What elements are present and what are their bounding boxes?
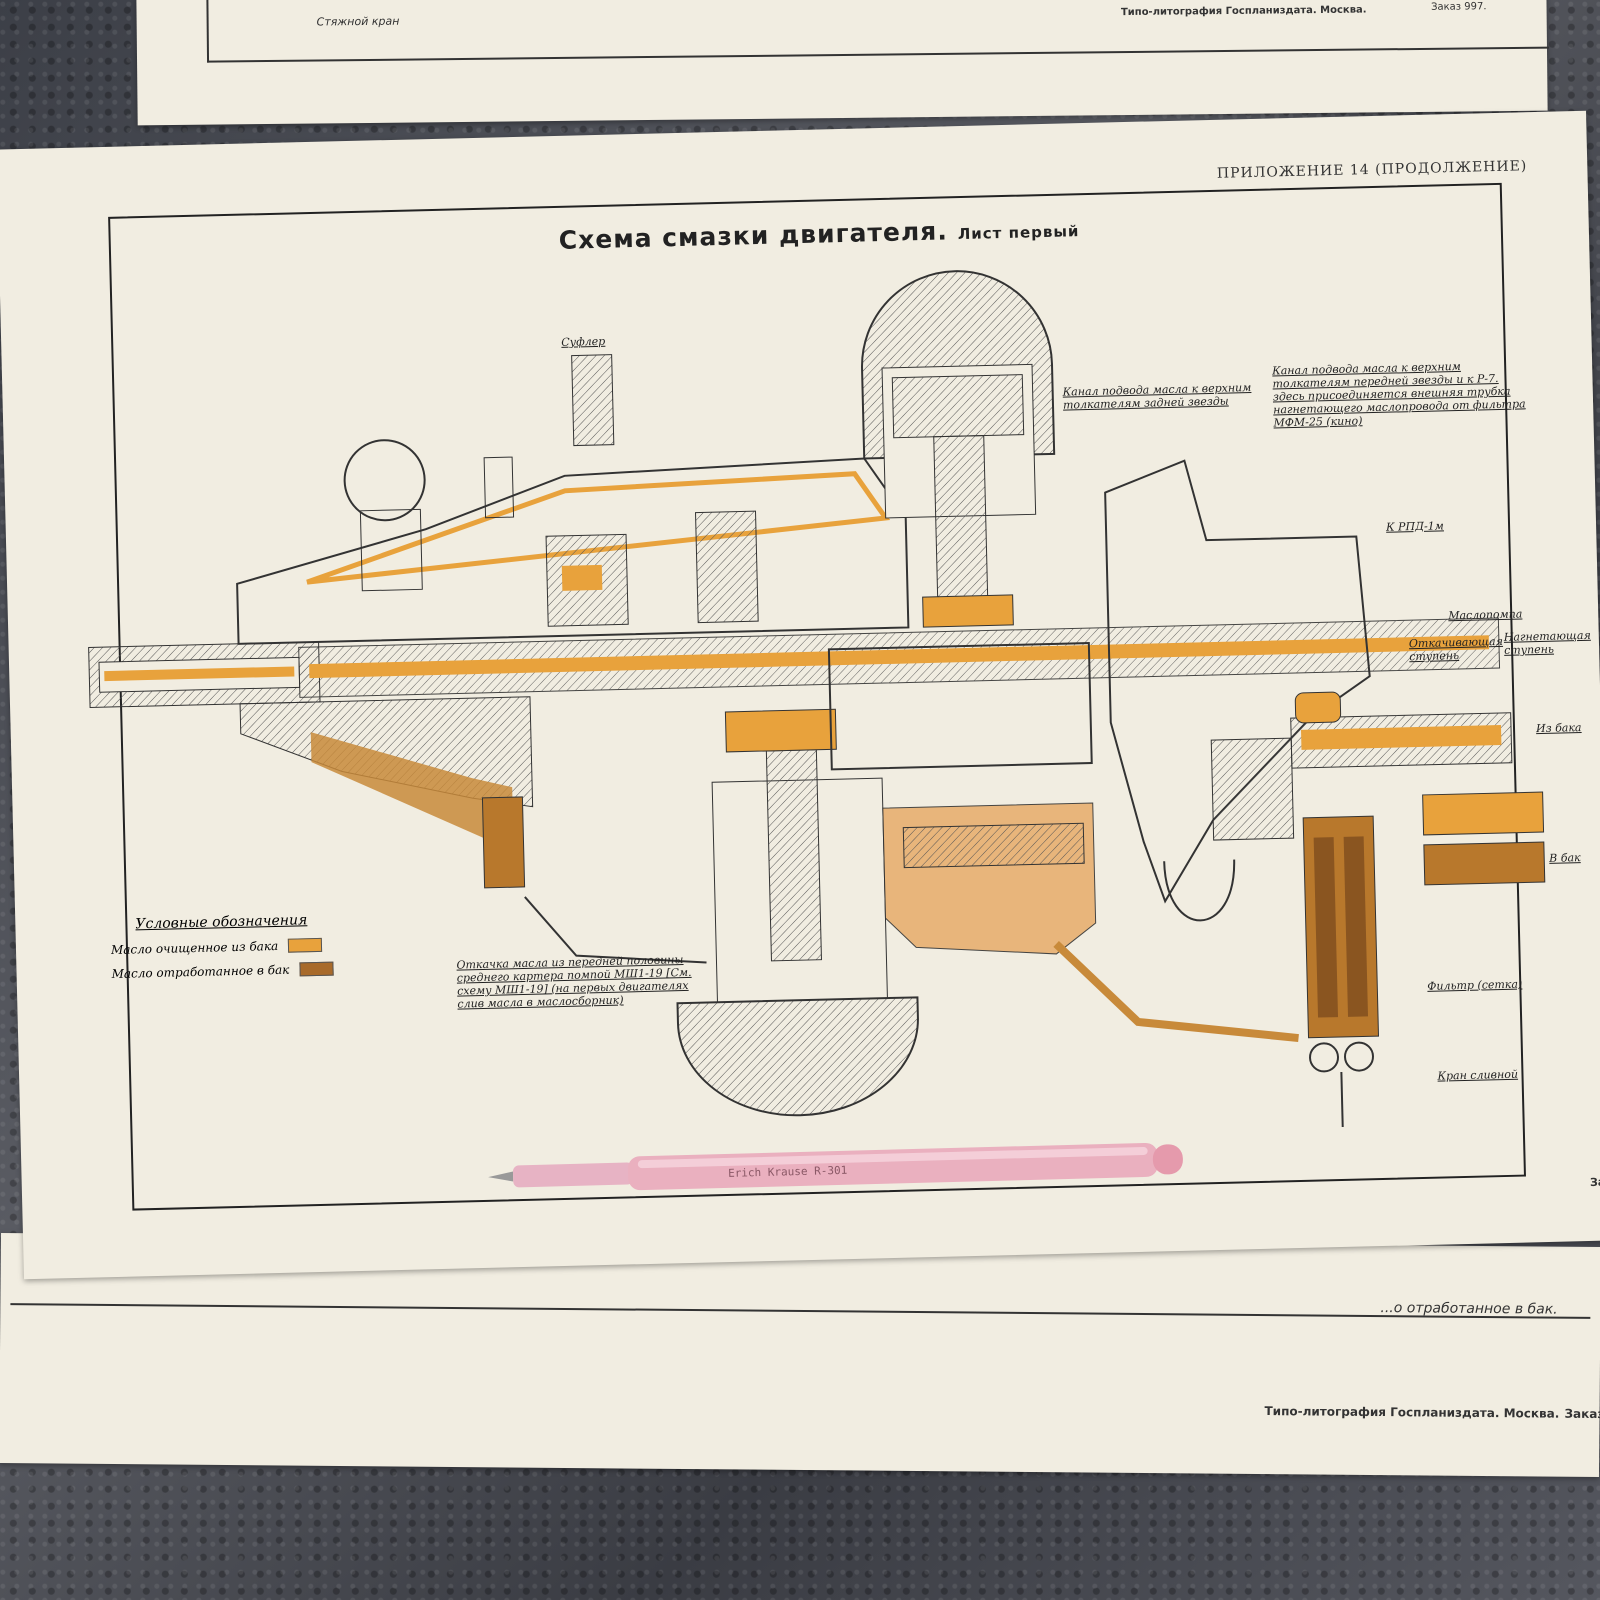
scavenge-line xyxy=(524,896,707,964)
pen-grip xyxy=(512,1162,634,1188)
pen-brand: Erich Krause R-301 xyxy=(728,1164,848,1180)
lower-cylinder xyxy=(676,708,919,1117)
bottom-sheet-frame-line xyxy=(10,1303,1591,1319)
main-sheet: ПРИЛОЖЕНИЕ 14 (ПРОДОЛЖЕНИЕ) Схема смазки… xyxy=(0,110,1600,1280)
legend-item-clean-oil: Масло очищенное из бака xyxy=(110,937,333,958)
callout-scavenge-note: Откачка масла из передней половины средн… xyxy=(456,953,692,1011)
top-sheet-label: Стяжной кран xyxy=(316,14,400,29)
upper-cylinder xyxy=(861,270,1056,628)
legend: Условные обозначения Масло очищенное из … xyxy=(110,912,334,981)
callout-to-tank: В бак xyxy=(1549,851,1581,865)
top-sheet-order: Заказ 997. xyxy=(1431,1,1487,13)
tank-connections xyxy=(1422,791,1546,886)
front-shaft-housing xyxy=(88,641,321,708)
oil-pump xyxy=(1290,691,1513,769)
bottom-sheet-legend-fragment: ...о отработанное в бак. xyxy=(1380,1300,1558,1318)
callout-filter: Фильтр (сетка) xyxy=(1427,977,1523,993)
bottom-sheet-printer: Типо-литография Госпланиздата. Москва. xyxy=(1264,1404,1560,1421)
crankcase-section xyxy=(827,642,1299,1043)
legend-swatch-used-oil xyxy=(299,961,334,977)
reduction-gear-housing xyxy=(239,696,534,889)
callout-oil-pump: Маслопомпа xyxy=(1448,607,1523,623)
ballpoint-pen: Erich Krause R-301 xyxy=(488,1142,1183,1191)
pen-cap-end xyxy=(1152,1144,1183,1175)
legend-title: Условные обозначения xyxy=(135,912,308,933)
legend-item-label: Масло очищенное из бака xyxy=(110,938,279,958)
front-casing xyxy=(236,457,910,645)
pen-tip-icon xyxy=(488,1171,514,1182)
callout-channel-rear: Канал подвода масла к верхним толкателям… xyxy=(1062,381,1252,412)
callout-channel-front: Канал подвода масла к верхним толкателям… xyxy=(1272,359,1526,430)
main-shaft xyxy=(298,617,1501,698)
bottom-sheet-order: Заказ xyxy=(1564,1406,1600,1422)
callout-drain-valve: Кран сливной xyxy=(1437,1067,1519,1083)
top-sheet: Стяжной кран Типо-литография Госпланизда… xyxy=(136,0,1549,126)
callout-scavenge-stage: Откачивающая ступень xyxy=(1408,634,1504,664)
main-sheet-order: Зака xyxy=(1589,1175,1600,1189)
front-accessory xyxy=(343,354,615,592)
engine-lubrication-drawing xyxy=(88,270,1546,1128)
callout-from-tank: Из бака xyxy=(1535,721,1582,736)
callout-suffler: Суфлер xyxy=(561,334,606,349)
callout-rpd: К РПД-1м xyxy=(1385,519,1445,534)
legend-swatch-clean-oil xyxy=(288,937,323,953)
filter-assembly xyxy=(1302,815,1380,1128)
callout-pressure-stage: Нагнетающая ступень xyxy=(1503,628,1591,657)
